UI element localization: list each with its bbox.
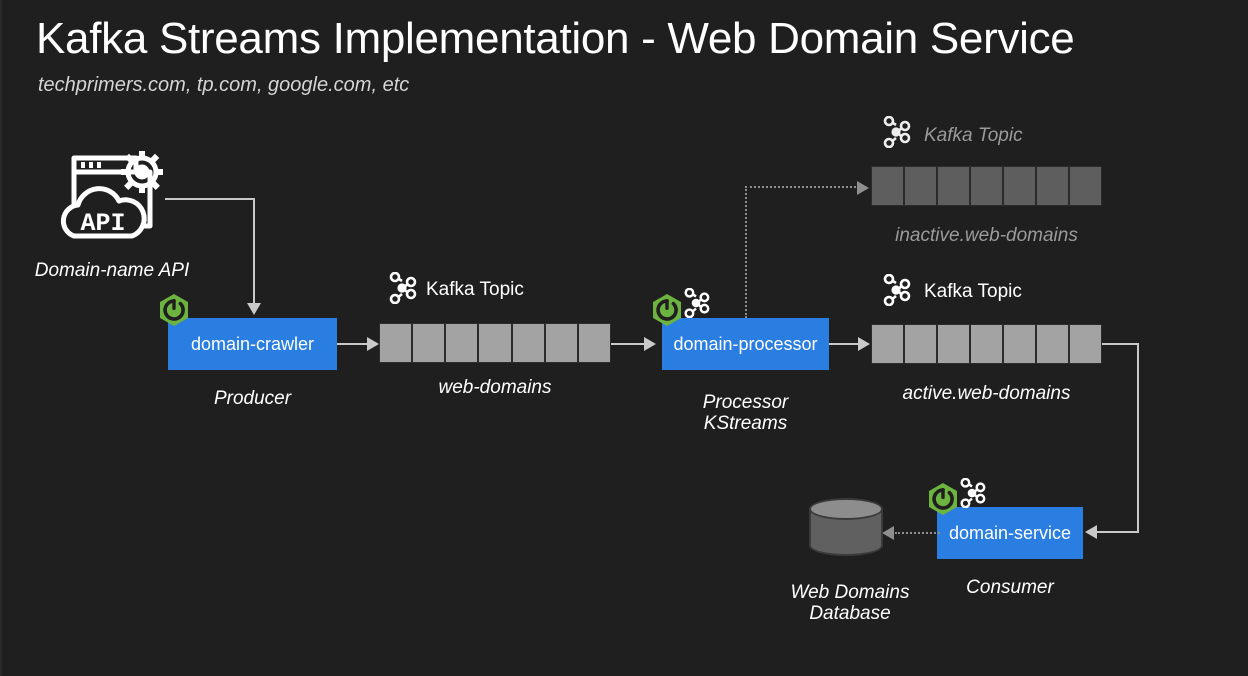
kafka-icon [957, 477, 987, 509]
kafka-icon [880, 115, 912, 149]
connector-service-to-database [895, 532, 940, 534]
topic-segment [445, 323, 479, 363]
topic-header-inactive-web-domains: Kafka Topic [924, 125, 1023, 146]
spring-boot-icon [649, 292, 685, 328]
connector-processor-to-active [829, 343, 861, 345]
topic-segment [511, 323, 545, 363]
topic-name-active-web-domains: active.web-domains [902, 383, 1071, 404]
spring-boot-icon [925, 481, 961, 517]
topic-header-active-web-domains: Kafka Topic [924, 281, 1022, 302]
database-top [809, 498, 883, 520]
database-cylinder-icon [809, 498, 883, 560]
topic-segment [937, 166, 970, 206]
connector-active-to-service-bottom [1097, 531, 1139, 533]
connector-api-to-crawler-vertical [253, 198, 255, 304]
domain-crawler-label: domain-crawler [190, 333, 315, 354]
topic-bar-inactive-web-domains [871, 166, 1102, 206]
topic-segment [871, 166, 904, 206]
topic-segment [1003, 166, 1036, 206]
database-caption: Web Domains Database [790, 582, 910, 625]
arrow-service-to-database [882, 526, 894, 540]
connector-processor-to-inactive-vertical [745, 186, 747, 318]
connector-crawler-to-topic [337, 343, 369, 345]
topic-bar-active-web-domains [871, 324, 1102, 364]
arrow-processor-to-active [858, 337, 870, 351]
domain-processor-label: domain-processor [673, 333, 818, 354]
kafka-icon [880, 273, 912, 307]
arrow-topic-to-processor [644, 337, 656, 351]
topic-segment [970, 324, 1003, 364]
domain-service-label: domain-service [948, 522, 1072, 543]
connector-topic-to-processor [611, 343, 646, 345]
topic-segment [1036, 324, 1069, 364]
topic-bar-web-domains [379, 323, 611, 363]
kafka-icon [681, 287, 711, 319]
arrow-processor-to-inactive [857, 181, 869, 195]
domain-processor-caption: Processor KStreams [702, 392, 789, 435]
connector-api-to-crawler-horizontal [165, 198, 255, 200]
topic-segment [904, 166, 937, 206]
api-cloud-icon: API [52, 140, 172, 252]
topic-segment [544, 323, 578, 363]
topic-segment [577, 323, 611, 363]
topic-segment [970, 166, 1003, 206]
topic-segment [379, 323, 413, 363]
topic-segment [412, 323, 446, 363]
topic-segment [1036, 166, 1069, 206]
arrow-crawler-to-topic [367, 337, 379, 351]
page-title: Kafka Streams Implementation - Web Domai… [36, 14, 1075, 63]
connector-processor-to-inactive-horizontal [745, 186, 860, 188]
connector-active-to-service-top [1102, 343, 1139, 345]
api-caption: Domain-name API [34, 260, 190, 281]
topic-segment [1069, 166, 1102, 206]
spring-boot-icon [156, 292, 192, 328]
topic-name-web-domains: web-domains [438, 377, 552, 398]
topic-segment [904, 324, 937, 364]
topic-segment [871, 324, 904, 364]
topic-segment [1069, 324, 1102, 364]
service-box-domain-processor[interactable]: domain-processor [662, 318, 829, 370]
connector-active-to-service-vertical [1137, 343, 1139, 533]
topic-name-inactive-web-domains: inactive.web-domains [895, 225, 1078, 246]
svg-text:API: API [80, 209, 125, 238]
topic-segment [478, 323, 512, 363]
topic-header-web-domains: Kafka Topic [426, 279, 524, 300]
domain-service-caption: Consumer [966, 577, 1054, 598]
kafka-icon [386, 271, 418, 305]
topic-segment [937, 324, 970, 364]
domain-crawler-caption: Producer [213, 388, 292, 409]
page-subtitle: techprimers.com, tp.com, google.com, etc [38, 74, 410, 96]
arrow-active-to-service [1085, 525, 1097, 539]
topic-segment [1003, 324, 1036, 364]
service-box-domain-service[interactable]: domain-service [937, 507, 1083, 559]
arrow-api-to-crawler [247, 303, 261, 315]
service-box-domain-crawler[interactable]: domain-crawler [168, 318, 337, 370]
